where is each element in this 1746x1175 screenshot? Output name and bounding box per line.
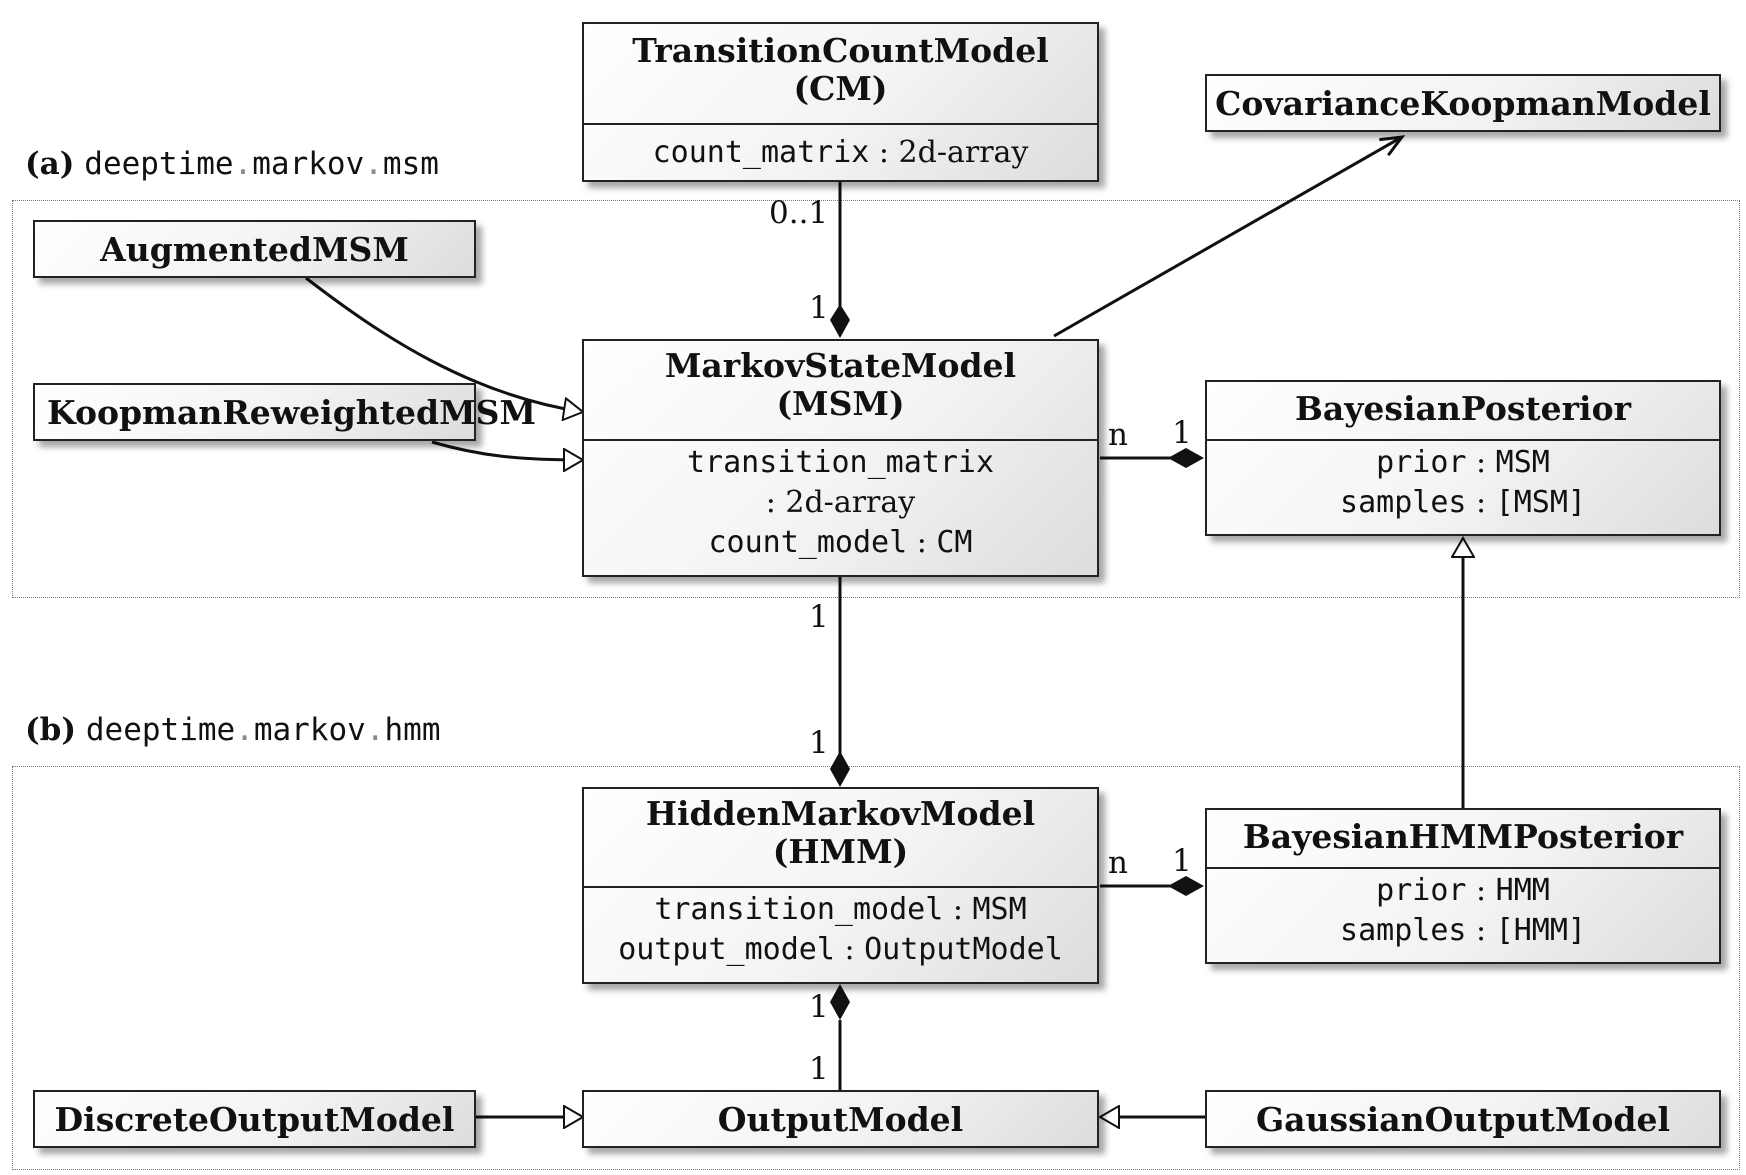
multiplicity-hmm-end-output: 1 [809, 989, 829, 1025]
multiplicity-posterior-end-hmm: 1 [1172, 843, 1192, 879]
class-title: HiddenMarkovModel [645, 794, 1036, 833]
class-hidden-markov-model: HiddenMarkovModel (HMM) transition_model… [582, 787, 1099, 984]
class-covariance-koopman-model: CovarianceKoopmanModel [1205, 74, 1721, 132]
class-transition-count-model: TransitionCountModel (CM) count_matrix :… [582, 22, 1099, 182]
class-discrete-output-model: DiscreteOutputModel [33, 1090, 476, 1148]
class-output-model: OutputModel [582, 1090, 1099, 1148]
multiplicity-cm-end: 0..1 [769, 195, 829, 231]
class-title-abbrev: (CM) [793, 69, 888, 108]
class-title: BayesianHMMPosterior [1242, 817, 1684, 856]
multiplicity-hmm-end-posterior: n [1108, 845, 1128, 881]
class-koopman-reweighted-msm: KoopmanReweightedMSM [33, 383, 536, 441]
multiplicity-msm-end-hmm: 1 [809, 599, 829, 635]
class-title: BayesianPosterior [1294, 389, 1631, 428]
diamond-hmm-output [830, 984, 850, 1020]
class-bayesian-hmm-posterior: BayesianHMMPosterior prior : HMM samples… [1205, 808, 1721, 964]
class-bayesian-posterior: BayesianPosterior prior : MSM samples : … [1205, 380, 1721, 536]
diamond-posterior-msm [1168, 448, 1204, 468]
link-koopman-msm [431, 440, 583, 460]
diamond-hmm-msm [830, 751, 850, 787]
class-attributes: count_matrix : 2d-array [652, 135, 1029, 170]
class-attributes: transition_model : MSM output_model : Ou… [618, 892, 1063, 967]
diamond-msm-cm [830, 304, 850, 338]
class-title: TransitionCountModel [632, 31, 1049, 70]
class-title: MarkovStateModel [664, 346, 1017, 385]
multiplicity-output-end-hmm: 1 [809, 1051, 829, 1087]
multiplicity-msm-end-posterior: n [1108, 417, 1128, 453]
class-gaussian-output-model: GaussianOutputModel [1205, 1090, 1721, 1148]
class-markov-state-model: MarkovStateModel (MSM) transition_matrix… [582, 339, 1099, 577]
class-title-abbrev: (HMM) [772, 832, 909, 871]
class-attributes: transition_matrix : 2d-array count_model… [686, 445, 995, 560]
class-attributes: prior : MSM samples : [MSM] [1340, 445, 1586, 520]
multiplicity-posterior-end-msm: 1 [1172, 415, 1192, 451]
class-attributes: prior : HMM samples : [HMM] [1340, 873, 1586, 948]
class-augmented-msm: AugmentedMSM [33, 220, 476, 278]
package-hmm-label: (b) deeptime.markov.hmm [25, 712, 441, 748]
link-augmented-msm [305, 276, 583, 412]
multiplicity-hmm-end-msm: 1 [809, 725, 829, 761]
package-msm [12, 200, 1740, 598]
multiplicity-msm-end-cm: 1 [809, 290, 829, 326]
class-title-abbrev: (MSM) [776, 384, 905, 423]
package-hmm [12, 766, 1740, 1170]
package-msm-label: (a) deeptime.markov.msm [25, 146, 439, 182]
diamond-hmmposterior-hmm [1168, 876, 1204, 896]
link-msm-covariance [1053, 137, 1402, 338]
